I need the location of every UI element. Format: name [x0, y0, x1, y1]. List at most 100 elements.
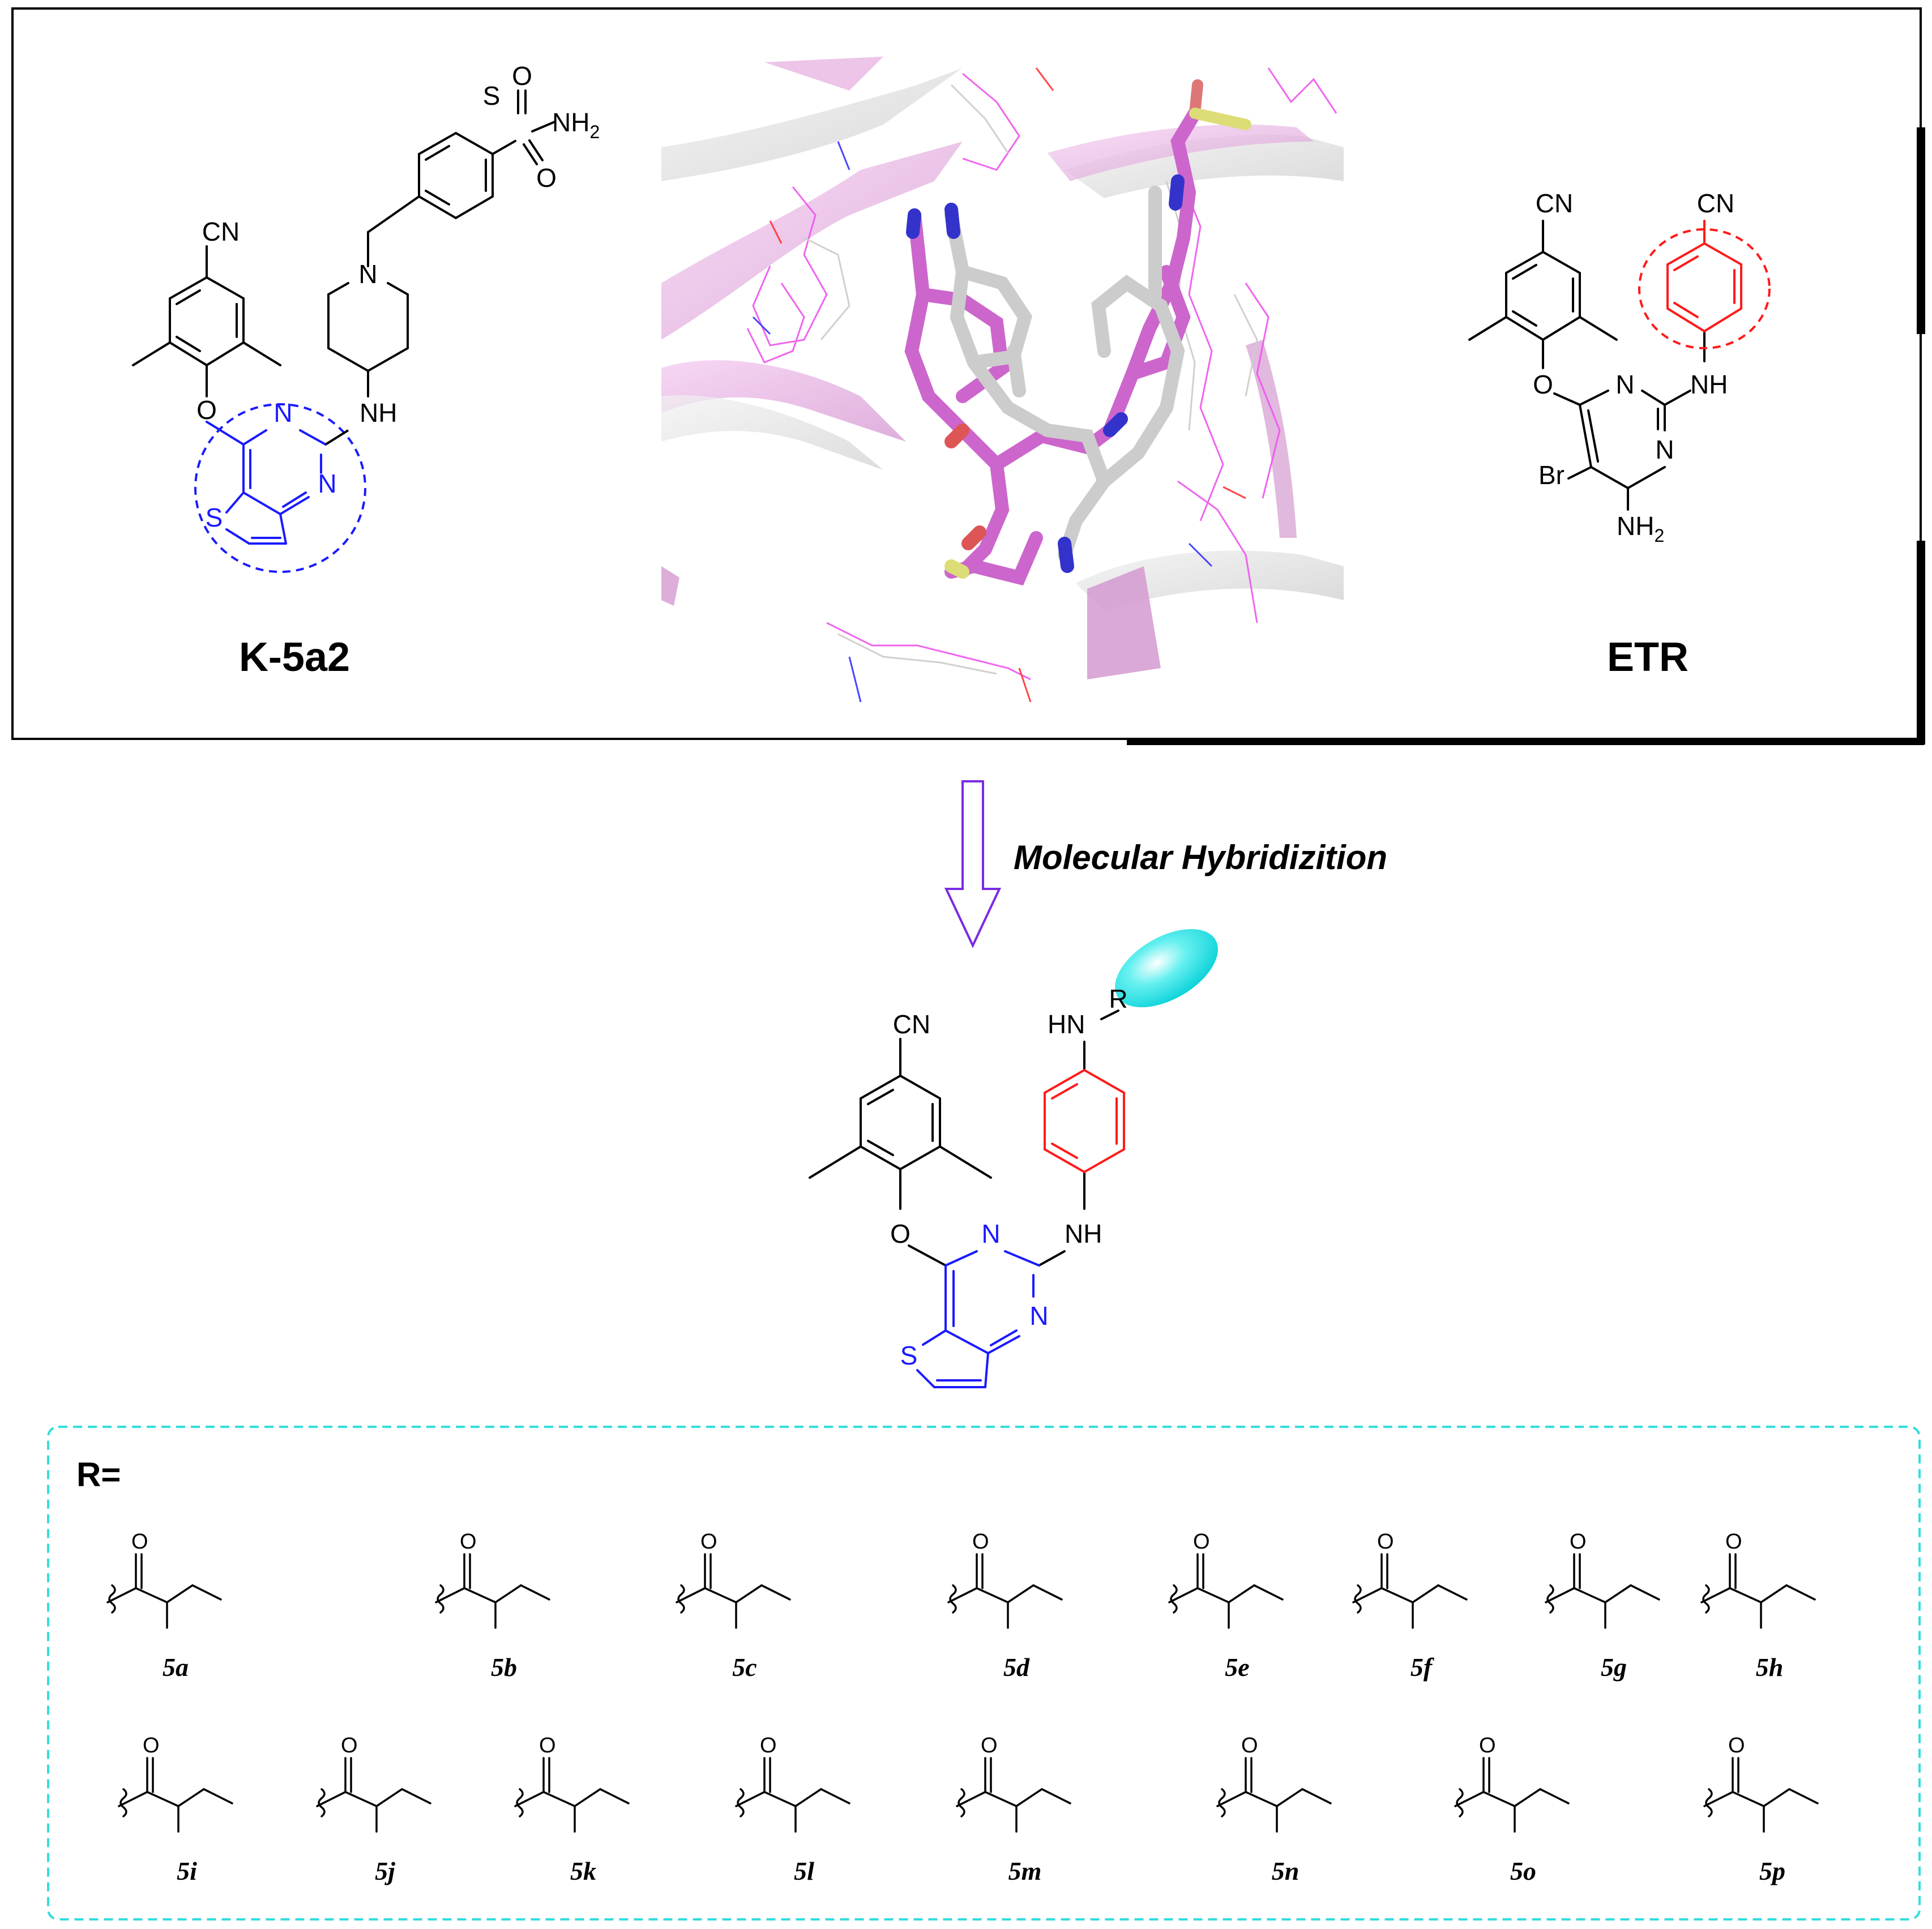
carbonyl-o-5i: O — [143, 1734, 160, 1757]
etr-cyanophenyl — [1666, 220, 1742, 333]
bond-5g-1 — [1545, 1587, 1575, 1603]
etr-br: Br — [1538, 460, 1565, 490]
bond-5b-4 — [520, 1584, 550, 1601]
bond-5h-1 — [1700, 1587, 1731, 1603]
bond-5m-1 — [956, 1791, 986, 1807]
bond-5a-2 — [135, 1587, 168, 1603]
bond-5b-1 — [435, 1587, 465, 1603]
compound-label-5p: 5p — [1759, 1857, 1785, 1885]
compound-label-5b: 5b — [491, 1653, 517, 1682]
bond-5j-1 — [316, 1791, 347, 1807]
bond-5n-4 — [1301, 1788, 1332, 1804]
bond-5c-1 — [676, 1587, 706, 1603]
carbonyl-o-5c: O — [700, 1530, 717, 1554]
bond-5p-2 — [1732, 1791, 1765, 1807]
k5a2-o-atom-2: O — [536, 163, 557, 193]
wavy-bond-5l — [737, 1788, 745, 1817]
bond-5e-3 — [1228, 1584, 1255, 1603]
compound-label-5e: 5e — [1225, 1653, 1249, 1682]
etr-structure — [1468, 220, 1706, 511]
carbonyl-o-5f: O — [1377, 1530, 1394, 1554]
carbonyl-o-5j: O — [341, 1734, 358, 1757]
bond-5g-3 — [1604, 1584, 1632, 1603]
carbonyl-o-5d: O — [972, 1530, 989, 1554]
bond-5o-2 — [1482, 1791, 1516, 1807]
k5a2-thienopyrimidine — [206, 421, 327, 545]
hybrid-nh: NH — [1065, 1219, 1102, 1248]
bond-5l-4 — [820, 1788, 850, 1804]
panel-shadow-bottom — [1127, 738, 1924, 745]
compound-label-5m: 5m — [1008, 1857, 1042, 1885]
bond-5f-1 — [1352, 1587, 1383, 1603]
compound-label-5f: 5f — [1410, 1653, 1435, 1682]
compound-label-5o: 5o — [1510, 1857, 1536, 1885]
bond-5e-4 — [1253, 1584, 1284, 1601]
wavy-bond-5k — [516, 1788, 524, 1817]
bond-5h-3 — [1760, 1584, 1788, 1603]
bond-5b-3 — [494, 1584, 522, 1603]
bond-5n-1 — [1216, 1791, 1247, 1807]
compound-label-5j: 5j — [375, 1857, 395, 1885]
bond-5f-3 — [1412, 1584, 1439, 1603]
carbonyl-o-5o: O — [1479, 1734, 1496, 1757]
etr-n2: N — [1655, 435, 1674, 464]
r-group-frame — [47, 1426, 1921, 1921]
bond-5b-2 — [463, 1587, 497, 1603]
bond-5d-4 — [1032, 1584, 1063, 1601]
bond-5i-1 — [118, 1791, 148, 1807]
bond-5k-3 — [574, 1788, 601, 1807]
carbonyl-o-5l: O — [760, 1734, 777, 1757]
compound-label-5l: 5l — [794, 1857, 814, 1885]
etr-n1: N — [1615, 370, 1634, 399]
bond-5p-4 — [1788, 1788, 1819, 1804]
bond-5d-1 — [947, 1587, 978, 1603]
panel-shadow-right-1 — [1917, 127, 1925, 334]
k5a2-core-highlight — [194, 403, 366, 573]
bond-5l-1 — [735, 1791, 766, 1807]
bond-5o-3 — [1514, 1788, 1541, 1807]
etr-cn-1: CN — [1536, 189, 1573, 218]
bond-5j-2 — [344, 1791, 378, 1807]
bond-5d-2 — [976, 1587, 1009, 1603]
bond-5k-2 — [542, 1791, 576, 1807]
bond-5e-2 — [1196, 1587, 1230, 1603]
bond-5p-3 — [1763, 1788, 1790, 1807]
carbonyl-o-5m: O — [981, 1734, 998, 1757]
bond-5d-3 — [1007, 1584, 1035, 1603]
bond-5h-2 — [1729, 1587, 1762, 1603]
k5a2-core-labels: N N S — [206, 398, 337, 532]
carbonyl-o-5n: O — [1241, 1734, 1258, 1757]
wavy-bond-5o — [1456, 1788, 1464, 1817]
top-panel-frame — [11, 7, 1922, 740]
k5a2-amine-nh: NH — [360, 398, 397, 427]
carbonyl-o-5k: O — [539, 1734, 556, 1757]
hybrid-core-s: S — [900, 1341, 918, 1370]
hybrid-core-n1: N — [981, 1219, 1000, 1248]
bond-5m-3 — [1015, 1788, 1043, 1807]
compound-label-5h: 5h — [1756, 1653, 1784, 1682]
wavy-bond-5g — [1546, 1584, 1554, 1614]
bond-5m-2 — [984, 1791, 1018, 1807]
panel-shadow-right-2 — [1917, 541, 1925, 745]
compound-label-5c: 5c — [732, 1653, 756, 1682]
bond-5n-3 — [1276, 1788, 1303, 1807]
bond-5n-2 — [1245, 1791, 1278, 1807]
carbonyl-o-5g: O — [1570, 1530, 1587, 1554]
k5a2-nh-bond — [324, 429, 349, 446]
bond-5c-3 — [735, 1584, 763, 1603]
bond-5o-4 — [1539, 1788, 1570, 1804]
wavy-bond-5c — [677, 1584, 685, 1614]
bond-5i-2 — [146, 1791, 179, 1807]
k5a2-cn: CN — [202, 217, 240, 246]
wavy-bond-5n — [1218, 1788, 1226, 1817]
bond-5k-1 — [514, 1791, 545, 1807]
bond-5f-2 — [1380, 1587, 1414, 1603]
bond-5j-3 — [375, 1788, 403, 1807]
k5a2-atom-labels: S O O NH2 N NH CN O — [196, 61, 600, 427]
hybrid-hn: HN — [1048, 1010, 1085, 1039]
k5a2-structure — [132, 89, 556, 397]
bond-5c-4 — [760, 1584, 791, 1601]
arrow-label: Molecular Hybridizition — [1014, 839, 1387, 876]
